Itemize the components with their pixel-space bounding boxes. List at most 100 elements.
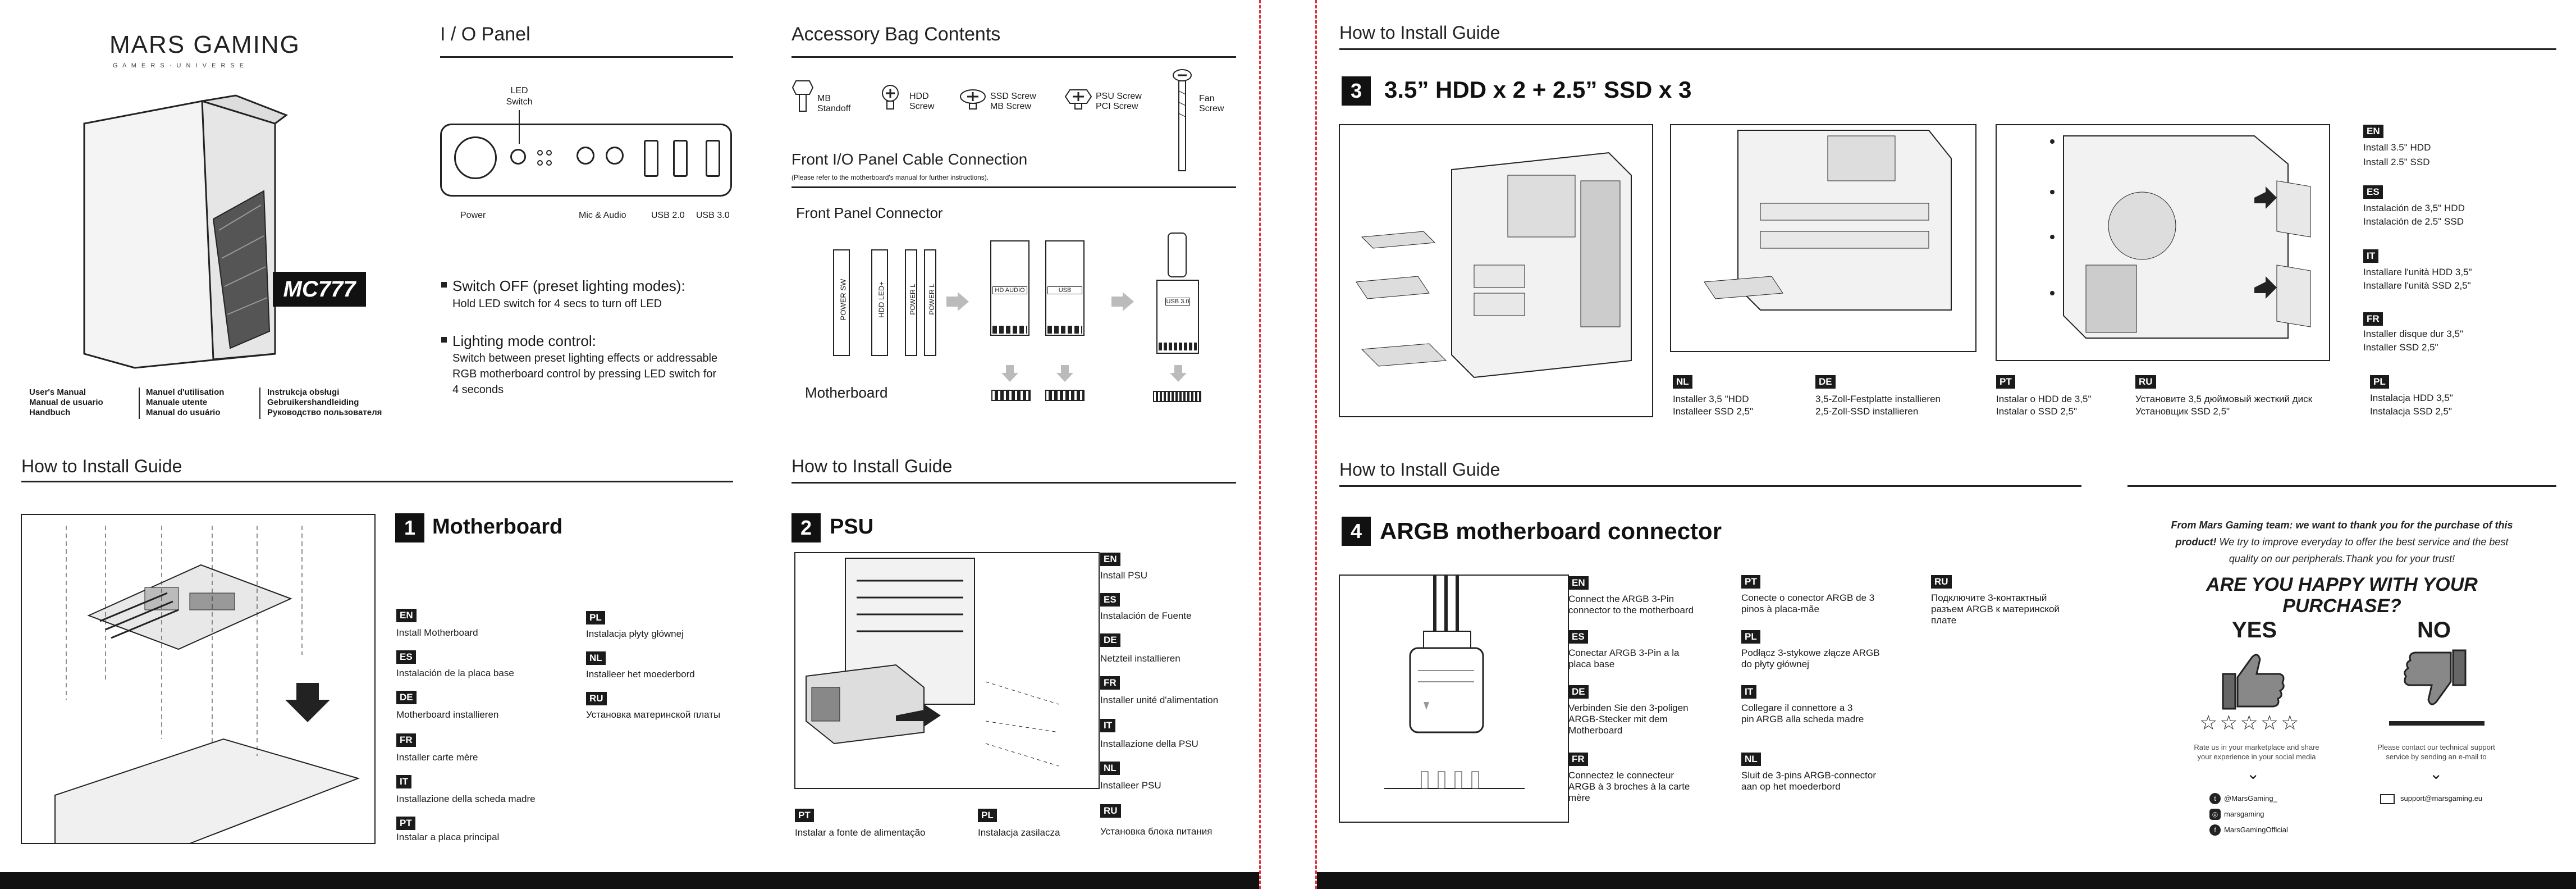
step-4-text: aan op het moederbord (1741, 781, 1841, 792)
usb2-port (644, 140, 658, 177)
step-3-text: Installer 3,5 "HDD (1673, 394, 1749, 404)
motherboard-install-illustration (21, 514, 376, 844)
step-3-text: Instalar o SSD 2,5" (1996, 406, 2077, 417)
lang-badge: EN (2363, 125, 2383, 138)
social-twitter[interactable]: @MarsGaming_ (2224, 794, 2277, 803)
motherboard-label: Motherboard (805, 384, 888, 401)
usb3-label: USB 3.0 (696, 211, 730, 220)
happy-question-line-1: ARE YOU HAPPY WITH YOUR (2206, 574, 2478, 595)
step-3-text: 2,5-Zoll-SSD installieren (1815, 406, 1919, 417)
lang-badge: RU (1100, 804, 1121, 818)
social-facebook[interactable]: MarsGamingOfficial (2224, 826, 2288, 834)
acc-item-4-l2: PCI Screw (1096, 102, 1138, 111)
guide-title-3: How to Install Guide (1339, 22, 1500, 43)
lang-badge: IT (2363, 249, 2379, 263)
manual-col-2: Manuel d'utilisation Manuale utente Manu… (146, 387, 224, 418)
step-4-text: ARGB-Stecker mit dem (1568, 714, 1668, 724)
lang-badge: PL (586, 611, 605, 624)
ssd-install-illustration (1996, 124, 2330, 361)
lang-badge: NL (1741, 753, 1761, 766)
step-3-title: 3.5” HDD x 2 + 2.5” SSD x 3 (1384, 76, 1692, 103)
lang-badge: DE (1815, 375, 1836, 389)
lang-badge: FR (396, 733, 416, 747)
lighting-text-3: 4 seconds (452, 384, 504, 396)
step-4-text: плате (1931, 615, 1957, 626)
fold-line-left (1259, 0, 1261, 889)
step-4-text: Conecte o conector ARGB de 3 (1741, 592, 1875, 603)
hdd-install-illustration-1 (1339, 124, 1653, 417)
manual-col-3: Instrukcja obsługi Gebruikershandleiding… (267, 387, 382, 418)
power-label: Power (460, 211, 486, 220)
brand-tagline: G A M E R S · U N I V E R S E (113, 62, 246, 69)
lang-badge: FR (1568, 753, 1588, 766)
usb-header-connector: USB (1045, 240, 1085, 336)
thanks-line-2a: product! (2175, 536, 2217, 548)
step-3-number: 3 (1342, 76, 1371, 106)
step-2-text: Instalación de Fuente (1100, 610, 1192, 621)
step-2-title: PSU (830, 515, 874, 539)
no-divider (2389, 721, 2485, 726)
arrow-right-icon (1111, 292, 1134, 311)
usb2-port (673, 140, 688, 177)
step-2-text: Instalacja zasilacza (978, 827, 1060, 838)
step-2-text: Installer unité d'alimentation (1100, 695, 1219, 705)
front-io-title: Front I/O Panel Cable Connection (791, 151, 1028, 168)
step-4-text: Podłącz 3-stykowe złącze ARGB (1741, 648, 1880, 658)
mic-jack (576, 147, 594, 165)
arrow-right-icon (946, 292, 969, 311)
lang-badge: ES (1568, 630, 1588, 644)
mail-icon (2380, 794, 2395, 804)
step-1-text: Installazione della scheda madre (396, 794, 536, 804)
lang-badge: EN (396, 609, 417, 622)
no-instructions: Please contact our technical support ser… (2358, 742, 2515, 762)
lang-badge: PT (795, 809, 814, 822)
usb-label: USB (1047, 286, 1082, 294)
guide-rule-1 (21, 481, 733, 482)
step-2-text: Installeer PSU (1100, 780, 1161, 791)
step-3-text: Installeer SSD 2,5" (1673, 406, 1754, 417)
ssd-screw-icon (960, 89, 986, 110)
lang-badge: NL (586, 651, 606, 665)
manual-languages: User's Manual Manual de usuario Handbuch… (29, 387, 388, 421)
manual-fr: Manuel d'utilisation (146, 387, 225, 397)
step-3-text: Instalación de 3,5" HDD (2363, 203, 2465, 213)
acc-item-1-l2: Standoff (817, 104, 851, 113)
pin-connector: POWER L (924, 249, 936, 356)
psu-screw-icon (1064, 89, 1092, 110)
step-1-text: Installeer het moederbord (586, 669, 695, 680)
step-1-title: Motherboard (432, 515, 563, 539)
io-panel-drawing (440, 124, 732, 197)
thumbs-up-icon (2222, 654, 2285, 710)
led-switch-label-1: LED (510, 86, 528, 95)
no-text-2: service by sending an e-mail to (2386, 753, 2487, 761)
social-instagram[interactable]: marsgaming (2224, 810, 2264, 818)
guide-title-4: How to Install Guide (1339, 459, 1500, 480)
step-4-text: pin ARGB alla scheda madre (1741, 714, 1864, 724)
acc-item-1-l1: MB (817, 94, 831, 103)
front-io-rule (791, 186, 1236, 188)
thanks-message: From Mars Gaming team: we want to thank … (2127, 517, 2556, 567)
step-3-text: Installare l'unità HDD 3,5" (2363, 267, 2472, 277)
manual-en: User's Manual (29, 387, 86, 397)
pin-connector: POWER L (905, 249, 917, 356)
switch-off-title: Switch OFF (preset lighting modes): (452, 277, 685, 294)
step-4-text: mère (1568, 792, 1590, 803)
hd-audio-label: HD AUDIO (992, 286, 1027, 294)
support-email[interactable]: support@marsgaming.eu (2400, 794, 2483, 803)
led-indicator (537, 160, 543, 166)
lang-badge: NL (1100, 762, 1120, 775)
psu-install-illustration (794, 552, 1100, 789)
col-divider (259, 387, 260, 419)
col-divider (139, 387, 140, 419)
step-4-text: разъем ARGB к материнской (1931, 604, 2060, 614)
chevron-down-icon: ⌄ (2246, 765, 2260, 782)
step-2-text: Installazione della PSU (1100, 738, 1198, 749)
usb3-port (706, 140, 720, 177)
thanks-line-3: quality on our peripherals.Thank you for… (2229, 553, 2455, 564)
step-4-text: Sluit de 3-pins ARGB-connector (1741, 770, 1877, 781)
step-3-text: Install 2.5" SSD (2363, 157, 2430, 167)
acc-item-5-l2: Screw (1199, 104, 1224, 113)
usb2-label: USB 2.0 (651, 211, 685, 220)
lang-badge: FR (1100, 676, 1120, 690)
step-3-text: Installer disque dur 3,5" (2363, 329, 2464, 339)
